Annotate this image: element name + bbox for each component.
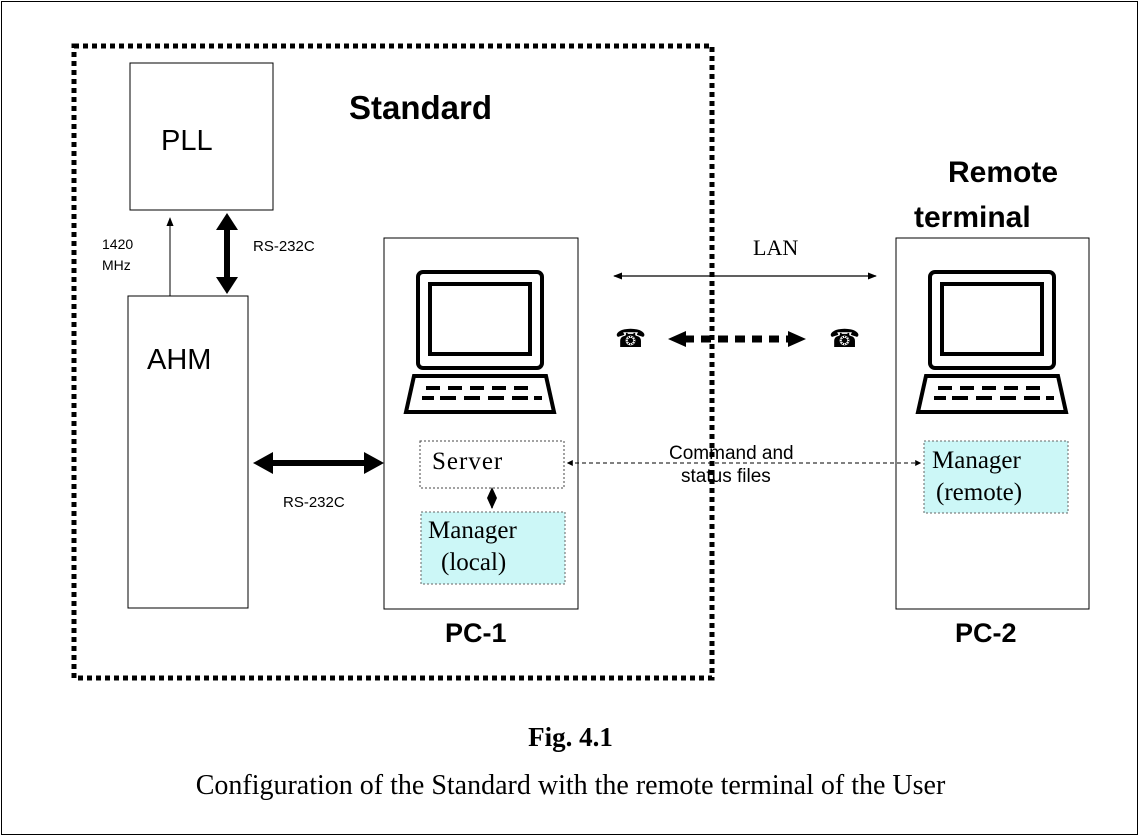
telephone-icon: ☎ <box>615 325 647 353</box>
ahm-label: AHM <box>147 344 212 376</box>
ahm-pc1-arrowhead-left <box>253 452 273 474</box>
keyboard-icon <box>934 386 1054 400</box>
pll-ahm-arrowhead-up <box>216 213 238 230</box>
manager-remote-label-line1: Manager <box>932 447 1021 474</box>
keyboard-icon <box>422 386 542 400</box>
server-label: Server <box>432 448 504 475</box>
server-manager-diamond <box>487 487 497 509</box>
freq-label-mhz: MHz <box>102 257 131 273</box>
manager-local-box <box>420 511 566 585</box>
pc2-frame <box>895 237 1090 610</box>
pll-label: PLL <box>161 125 213 157</box>
freq-label-1420: 1420 <box>102 236 134 252</box>
server-box <box>419 440 565 489</box>
ahm-pc1-arrowhead-right <box>364 452 384 474</box>
remote-terminal-title-line2: terminal <box>914 201 1031 234</box>
manager-local-label-line1: Manager <box>428 517 517 544</box>
pll-ahm-arrowhead-down <box>216 277 238 294</box>
pc1-label: PC-1 <box>445 618 507 648</box>
ahm-block <box>127 295 249 609</box>
modem-arrowhead-left <box>668 331 686 347</box>
manager-local-label-line2: (local) <box>441 549 507 576</box>
remote-terminal-title-line1: Remote <box>948 156 1059 189</box>
figure-number: Fig. 4.1 <box>528 722 613 752</box>
files-label-line1: Command and <box>669 443 794 464</box>
lan-label: LAN <box>753 235 799 260</box>
pc2-label: PC-2 <box>955 618 1017 648</box>
figure-caption: Configuration of the Standard with the r… <box>195 770 946 801</box>
manager-remote-box <box>923 440 1069 514</box>
computer-monitor-icon <box>915 270 1069 414</box>
rs232-ahm-label: RS-232C <box>283 494 345 511</box>
modem-arrowhead-right <box>788 331 806 347</box>
standard-boundary <box>71 43 715 681</box>
rs232-pll-label: RS-232C <box>253 238 315 255</box>
standard-title: Standard <box>349 89 493 126</box>
manager-remote-label-line2: (remote) <box>936 479 1023 506</box>
telephone-icon: ☎ <box>829 325 861 353</box>
pll-block <box>129 62 274 211</box>
files-label-line2: status files <box>681 466 771 487</box>
computer-monitor-icon <box>403 270 557 414</box>
